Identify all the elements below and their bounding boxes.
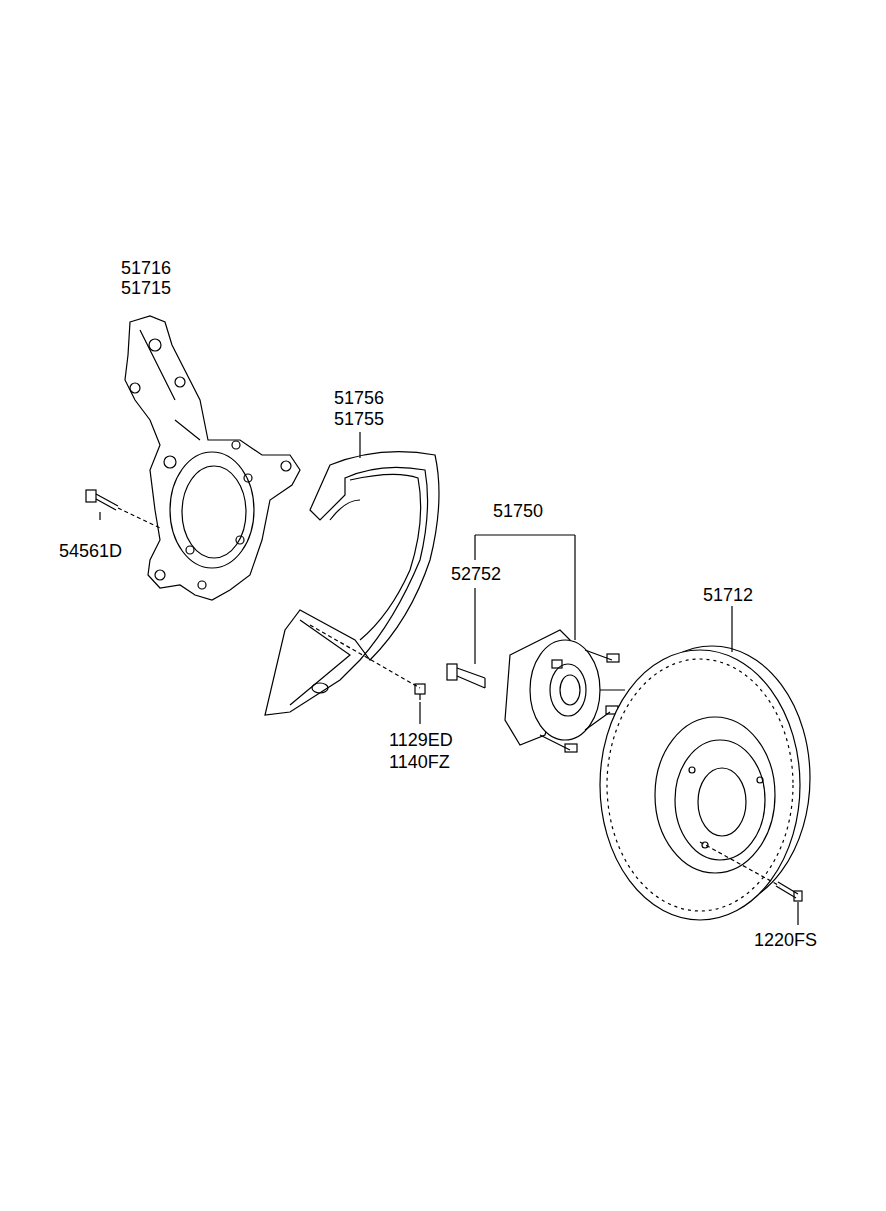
wheel-stud [447, 588, 485, 688]
callout-number: 51715 [120, 279, 172, 297]
bolt [776, 882, 802, 925]
dust-shield [265, 432, 439, 715]
callout-number: 51756 [333, 389, 385, 407]
callout-number: 51716 [120, 259, 172, 277]
callout-number: 51712 [702, 586, 754, 604]
callout-number: 51755 [333, 410, 385, 428]
steering-knuckle [125, 316, 300, 600]
bolt [86, 490, 160, 528]
callout-number: 1220FS [753, 931, 818, 949]
brake-disc [600, 606, 810, 920]
callout-number: 1140FZ [388, 753, 451, 771]
callout-number: 51750 [492, 502, 544, 520]
bolt [415, 684, 425, 724]
callout-number: 54561D [58, 542, 123, 560]
callout-number: 52752 [450, 565, 502, 583]
callout-number: 1129ED [388, 731, 454, 749]
